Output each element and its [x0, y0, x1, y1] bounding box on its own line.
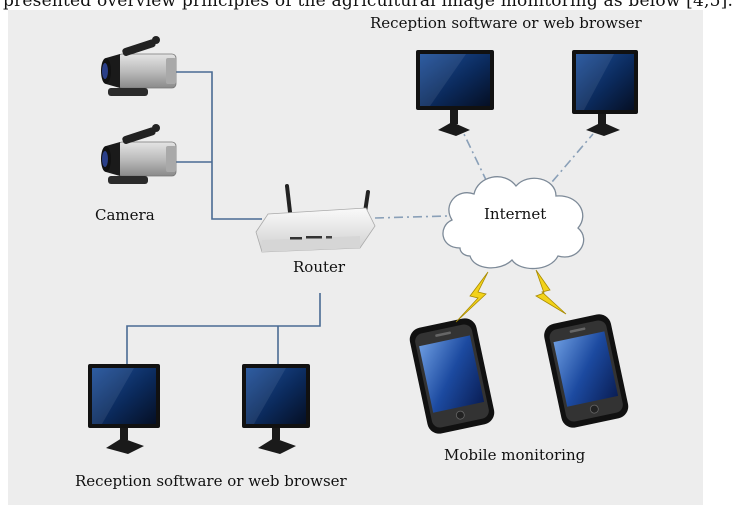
internet-monitor-left-link: [462, 131, 488, 183]
video-camera-icon: [101, 124, 177, 184]
internet-label: Internet: [484, 205, 547, 223]
smartphone-icon: [544, 314, 629, 428]
monitor-icon: [88, 364, 160, 454]
video-camera-icon: [101, 36, 177, 96]
lightning-icon: [535, 269, 567, 315]
lightning-icon: [455, 271, 489, 323]
monitor-icon: [572, 50, 638, 136]
cloud-icon: [442, 176, 585, 270]
monitor-icon: [416, 50, 494, 136]
reception-top-label: Reception software or web browser: [370, 14, 642, 32]
reception-bottom-label: Reception software or web browser: [75, 472, 347, 490]
caption-text: presented overview principles of the agr…: [3, 0, 733, 11]
caption-strip: presented overview principles of the agr…: [0, 0, 733, 11]
mobile-monitoring-label: Mobile monitoring: [444, 446, 586, 464]
router-label: Router: [293, 258, 346, 276]
smartphone-icon: [409, 318, 495, 434]
monitor-icon: [242, 364, 310, 454]
camera-label: Camera: [95, 206, 155, 224]
diagram-graphics: [88, 36, 638, 454]
router-icon: [255, 184, 376, 253]
router-internet-link: [374, 215, 448, 219]
router-monitor-links: [126, 293, 321, 364]
camera-router-links: [175, 71, 262, 220]
